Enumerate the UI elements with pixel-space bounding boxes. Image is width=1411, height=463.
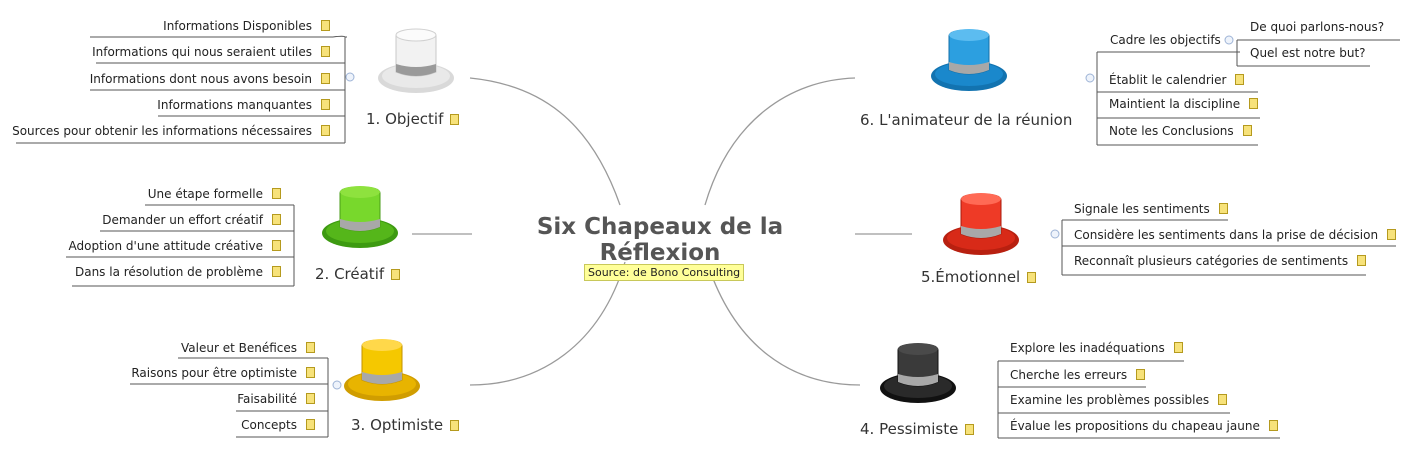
leaf-pessimiste-4[interactable]: Évalue les propositions du chapeau jaune	[1010, 419, 1280, 433]
note-icon[interactable]	[965, 424, 975, 435]
leaf-animateur-sub-2[interactable]: Quel est notre but?	[1250, 46, 1366, 60]
leaf-pessimiste-3[interactable]: Examine les problèmes possibles	[1010, 393, 1229, 407]
leaf-objectif-5[interactable]: Sources pour obtenir les informations né…	[12, 124, 332, 138]
leaf-animateur-4[interactable]: Note les Conclusions	[1109, 124, 1254, 138]
leaf-creatif-1[interactable]: Une étape formelle	[148, 187, 283, 201]
white-hat-icon	[378, 28, 454, 93]
leaf-emotionnel-3[interactable]: Reconnaît plusieurs catégories de sentim…	[1074, 254, 1368, 268]
note-icon[interactable]	[450, 420, 460, 431]
leaf-animateur-3[interactable]: Maintient la discipline	[1109, 97, 1260, 111]
leaf-objectif-1[interactable]: Informations Disponibles	[163, 19, 332, 33]
leaf-optimiste-4[interactable]: Concepts	[241, 418, 317, 432]
leaf-creatif-2[interactable]: Demander un effort créatif	[102, 213, 283, 227]
branch-label-optimiste[interactable]: 3. Optimiste	[351, 416, 460, 434]
leaf-optimiste-3[interactable]: Faisabilité	[237, 392, 317, 406]
leaf-pessimiste-1[interactable]: Explore les inadéquations	[1010, 341, 1185, 355]
leaf-optimiste-1[interactable]: Valeur et Benéfices	[181, 341, 317, 355]
source-note: Source: de Bono Consulting	[584, 264, 745, 281]
leaf-optimiste-2[interactable]: Raisons pour être optimiste	[131, 366, 317, 380]
leaf-animateur-sub-1[interactable]: De quoi parlons-nous?	[1250, 20, 1385, 34]
leaf-objectif-2[interactable]: Informations qui nous seraient utiles	[92, 45, 332, 59]
note-icon[interactable]	[391, 269, 401, 280]
leaf-animateur-1[interactable]: Cadre les objectifs	[1110, 33, 1221, 47]
leaf-emotionnel-2[interactable]: Considère les sentiments dans la prise d…	[1074, 228, 1398, 242]
note-icon[interactable]	[1027, 272, 1037, 283]
leaf-objectif-3[interactable]: Informations dont nous avons besoin	[90, 72, 332, 86]
blue-hat-icon	[931, 29, 1007, 91]
leaf-pessimiste-2[interactable]: Cherche les erreurs	[1010, 368, 1147, 382]
branch-label-creatif[interactable]: 2. Créatif	[315, 265, 401, 283]
branch-label-pessimiste[interactable]: 4. Pessimiste	[860, 420, 975, 438]
green-hat-icon	[322, 186, 398, 248]
leaf-objectif-4[interactable]: Informations manquantes	[157, 98, 332, 112]
red-hat-icon	[943, 193, 1019, 255]
branch-label-animateur[interactable]: 6. L'animateur de la réunion	[860, 111, 1073, 129]
leaf-creatif-4[interactable]: Dans la résolution de problème	[75, 265, 283, 279]
leaf-creatif-3[interactable]: Adoption d'une attitude créative	[69, 239, 283, 253]
note-icon[interactable]	[450, 114, 460, 125]
yellow-hat-icon	[344, 339, 420, 401]
central-topic[interactable]: Six Chapeaux de la Réflexion	[536, 214, 784, 266]
branch-label-emotionnel[interactable]: 5.Émotionnel	[921, 268, 1037, 286]
leaf-animateur-2[interactable]: Établit le calendrier	[1109, 73, 1246, 87]
black-hat-icon	[880, 343, 956, 403]
branch-label-objectif[interactable]: 1. Objectif	[366, 110, 460, 128]
leaf-emotionnel-1[interactable]: Signale les sentiments	[1074, 202, 1230, 216]
